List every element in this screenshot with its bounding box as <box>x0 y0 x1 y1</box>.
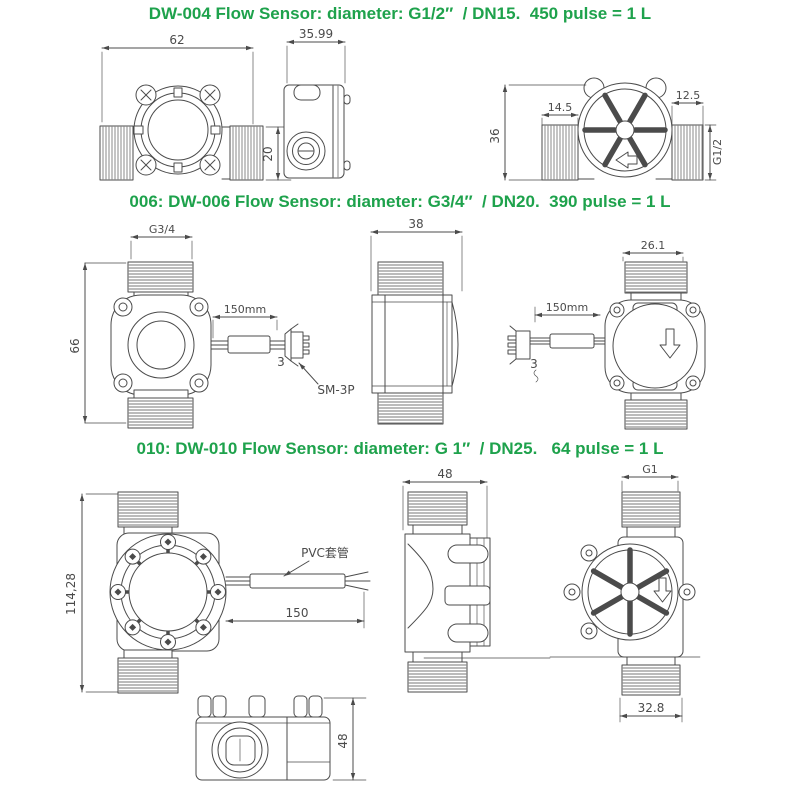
dim-26-1: 26.1 <box>641 239 666 252</box>
screw-boss <box>135 84 221 176</box>
mounting-studs <box>197 695 323 718</box>
thread-top <box>127 261 194 293</box>
cable-assembly <box>225 571 371 591</box>
flow-direction-arrow <box>659 328 681 359</box>
view-dw010-side: 48 <box>402 467 551 693</box>
dim-g3-4: G3/4 <box>149 223 175 236</box>
thread-bottom <box>127 397 194 429</box>
dim-12-5: 12.5 <box>676 89 701 102</box>
turbine-wheel <box>577 82 673 178</box>
title-dw004: DW-004 Flow Sensor: diameter: G1/2″ / DN… <box>148 4 652 23</box>
thread-bottom <box>407 661 468 693</box>
dim-g1-2: G1/2 <box>711 139 724 165</box>
thread-left <box>541 124 579 181</box>
dim-150: 150 <box>286 606 309 620</box>
sensor-housing <box>404 533 491 653</box>
dim-48-bottom: 48 <box>336 733 350 748</box>
dim-38: 38 <box>408 217 423 231</box>
dim-g1: G1 <box>642 463 658 476</box>
cable-assembly <box>210 323 310 367</box>
thread-top <box>621 491 681 528</box>
thread-bottom <box>621 664 681 696</box>
flow-direction-arrow <box>615 151 638 169</box>
dim-150mm: 150mm <box>224 303 266 316</box>
flange-body <box>604 299 706 394</box>
view-dw010-back: G1 <box>549 463 701 723</box>
view-dw010-bottom: 48 <box>195 695 367 781</box>
view-dw004-front: 62 <box>99 33 292 181</box>
sensor-housing <box>563 536 696 658</box>
dim-66: 66 <box>68 338 82 353</box>
view-dw006-back: 26.1 <box>507 239 706 430</box>
flange-body <box>110 294 212 396</box>
dim-20: 20 <box>261 146 275 161</box>
sensor-base <box>195 716 331 781</box>
dim-62: 62 <box>169 33 184 47</box>
sensor-housing <box>283 84 351 179</box>
dim-114-28: 114,28 <box>64 573 78 615</box>
thread-bottom <box>377 392 444 425</box>
connector-sm3p <box>284 323 310 367</box>
flange-body <box>133 84 223 176</box>
connector-sm3p <box>507 325 531 365</box>
sensor-housing <box>371 294 459 394</box>
label-pins-3: 3 <box>530 357 538 371</box>
thread-top <box>407 491 468 526</box>
turbine-wheel <box>581 543 679 641</box>
thread-left <box>99 125 134 181</box>
dim-150mm: 150mm <box>546 301 588 314</box>
thread-top <box>624 261 688 294</box>
thread-top <box>377 261 444 296</box>
dim-35-99: 35.99 <box>299 27 333 41</box>
dim-48: 48 <box>437 467 452 481</box>
label-pvc-sleeve: PVC套管 <box>301 545 349 560</box>
thread-bottom <box>117 657 179 694</box>
view-dw010-front: 114,28 <box>64 491 371 694</box>
title-dw010: 010: DW-010 Flow Sensor: diameter: G 1″ … <box>136 439 664 458</box>
dim-32-8: 32.8 <box>638 701 665 715</box>
pvc-sleeve <box>249 573 346 589</box>
thread-right <box>229 125 264 181</box>
view-dw006-side: 38 <box>370 217 463 425</box>
thread-right <box>671 124 704 181</box>
label-pins-3: 3 <box>277 355 285 369</box>
thread-bottom <box>624 399 688 430</box>
flow-direction-arrow <box>653 577 672 603</box>
cable-assembly <box>507 325 606 365</box>
label-sm3p: SM-3P <box>317 383 354 397</box>
screw-boss <box>110 534 226 650</box>
title-dw006: 006: DW-006 Flow Sensor: diameter: G3/4″… <box>129 192 671 211</box>
view-dw004-side: 35.99 <box>283 27 351 179</box>
dim-14-5: 14.5 <box>548 101 573 114</box>
view-dw006-front: G3/4 66 <box>68 223 355 429</box>
thread-top <box>117 491 179 528</box>
flange-body <box>109 532 227 652</box>
view-dw004-back: 36 14.5 12.5 <box>488 77 724 181</box>
dim-36: 36 <box>488 128 502 143</box>
